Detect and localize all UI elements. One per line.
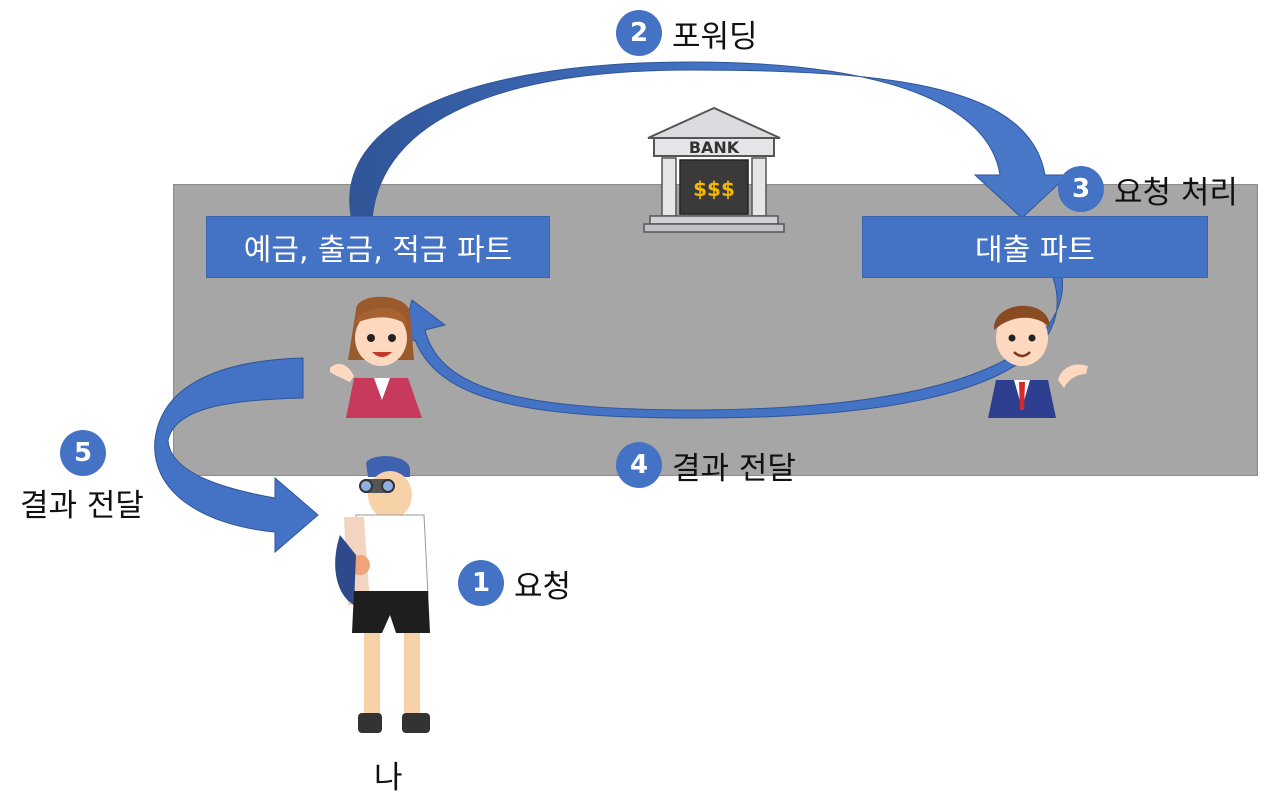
deposit-part-box: 예금, 출금, 적금 파트 xyxy=(206,216,550,278)
step-4-badge: 4 xyxy=(616,442,662,488)
deposit-part-label: 예금, 출금, 적금 파트 xyxy=(243,233,513,268)
step-2-label: 포워딩 xyxy=(672,18,758,55)
step-5-badge: 5 xyxy=(60,430,106,476)
arrow-result-4 xyxy=(399,274,1064,419)
bank-money: $$$ xyxy=(693,177,735,201)
step-1: 1 요청 xyxy=(458,560,571,606)
person-me-illustration xyxy=(335,456,430,733)
step-3-badge: 3 xyxy=(1058,166,1104,212)
step-1-label: 요청 xyxy=(514,568,572,605)
me-label: 나 xyxy=(374,760,403,796)
male-clerk-illustration xyxy=(988,305,1088,418)
step-4: 4 결과 전달 xyxy=(616,442,796,488)
bank-icon: BANK $$$ xyxy=(643,106,785,233)
step-2-badge: 2 xyxy=(616,10,662,56)
loan-part-box: 대출 파트 xyxy=(862,216,1208,278)
loan-part-label: 대출 파트 xyxy=(975,233,1095,268)
step-3: 3 요청 처리 xyxy=(1058,166,1238,212)
step-4-label: 결과 전달 xyxy=(672,450,796,487)
step-3-label: 요청 처리 xyxy=(1114,174,1238,211)
female-clerk-illustration xyxy=(330,296,422,418)
step-1-badge: 1 xyxy=(458,560,504,606)
arrow-result-5 xyxy=(154,357,319,554)
step-5: 5 xyxy=(60,430,106,476)
step-5-label: 결과 전달 xyxy=(20,488,144,524)
bank-sign: BANK xyxy=(689,138,740,157)
step-2: 2 포워딩 xyxy=(616,10,758,56)
arrow-forwarding xyxy=(349,61,1070,221)
